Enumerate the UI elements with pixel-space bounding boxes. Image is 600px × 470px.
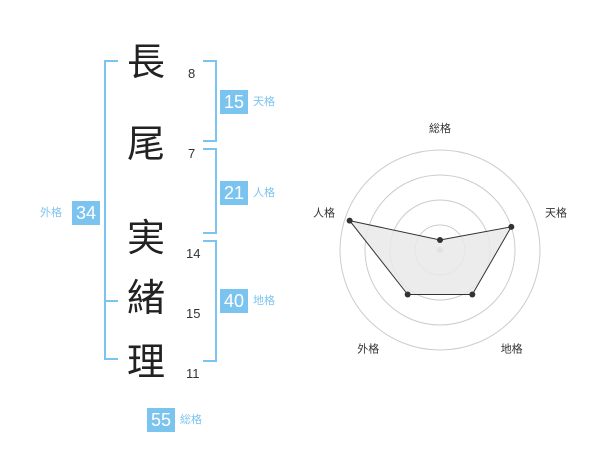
radar-point-2	[508, 223, 515, 230]
stroke-count-2: 7	[188, 146, 196, 161]
name-char-5: 理	[126, 340, 165, 384]
gaikaku-value: 34	[72, 201, 100, 225]
stroke-count-1: 8	[188, 66, 196, 81]
stroke-count-3: 14	[186, 246, 201, 261]
radar-point-5	[346, 217, 353, 224]
jinkaku-label: 人格	[253, 186, 275, 199]
radar-point-4	[404, 291, 411, 298]
name-char-2: 尾	[126, 122, 165, 166]
tenkaku-bracket	[203, 60, 217, 142]
gaikaku-bracket-top	[104, 60, 118, 302]
radar-point-1	[437, 237, 443, 243]
radar-polygon	[348, 219, 513, 295]
soukaku-value: 55	[147, 408, 175, 432]
radar-shape	[346, 217, 515, 298]
stroke-count-5: 11	[186, 366, 200, 381]
soukaku-label: 総格	[180, 413, 202, 426]
chikaku-label: 地格	[253, 294, 275, 307]
chikaku-bracket	[203, 240, 217, 362]
radar-axis-label-1: 総格	[429, 121, 451, 135]
tenkaku-label: 天格	[253, 95, 275, 108]
stroke-count-4: 15	[186, 306, 201, 321]
gaikaku-bracket-bottom	[104, 298, 118, 360]
name-char-4: 緒	[126, 276, 165, 320]
gaikaku-label: 外格	[40, 206, 62, 219]
radar-axis-label-5: 人格	[313, 205, 335, 219]
name-char-1: 長	[126, 40, 165, 84]
name-char-3: 実	[126, 216, 165, 260]
jinkaku-value: 21	[220, 181, 248, 205]
radar-axis-label-3: 地格	[501, 342, 523, 356]
tenkaku-value: 15	[220, 90, 248, 114]
chikaku-value: 40	[220, 289, 248, 313]
jinkaku-bracket	[203, 148, 217, 234]
radar-grid-ring	[339, 149, 541, 351]
radar-axis-label-4: 外格	[357, 342, 379, 356]
radar-axis-label-2: 天格	[545, 205, 567, 219]
radar-grid-ring	[364, 174, 516, 326]
radar-point-3	[469, 291, 476, 298]
